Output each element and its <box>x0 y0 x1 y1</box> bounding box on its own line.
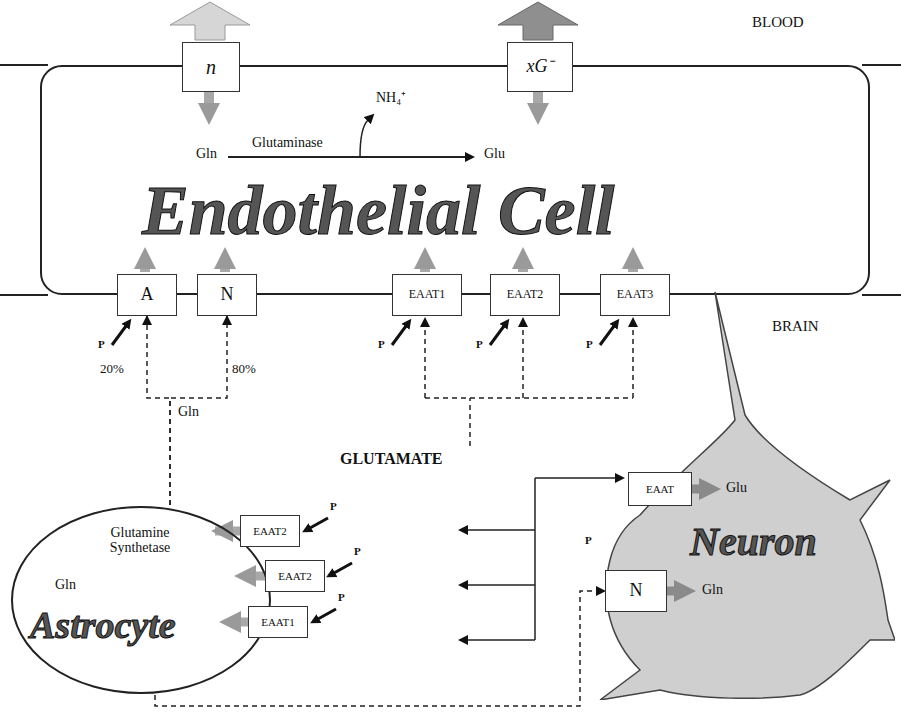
transporter-name: EAAT1 <box>261 616 295 628</box>
transporter-box: N <box>605 570 667 612</box>
transporter-box: EAAT2 <box>240 515 300 547</box>
efflux-arrow <box>170 2 250 40</box>
transporter-box: EAAT3 <box>600 274 670 316</box>
flux-arrow <box>140 268 150 272</box>
phospho-label: P <box>378 338 385 350</box>
phospho-label: P <box>476 338 483 350</box>
transporter-box: A <box>117 274 177 316</box>
flux-arrow <box>220 268 230 272</box>
transporter-name: EAAT3 <box>617 288 654 301</box>
glutamate-line <box>522 326 524 398</box>
phospho-label: P <box>354 545 361 557</box>
cell-text: Gln <box>55 577 76 592</box>
metabolite-label: Gln <box>702 582 723 597</box>
glutamine-flow <box>170 316 227 505</box>
transporter-name: N <box>630 581 643 601</box>
glutamine-flow <box>155 591 605 706</box>
phosphorylation-arrow <box>112 326 126 345</box>
phosphorylation-arrow <box>490 326 504 345</box>
phosphorylation-arrow <box>600 326 614 345</box>
flux-arrow <box>420 268 430 272</box>
flux-arrow <box>628 268 638 272</box>
glutamate-line <box>425 398 633 446</box>
transporter-box: EAAT <box>628 472 692 506</box>
transporter-name: EAAT2 <box>278 570 312 582</box>
flux-arrow <box>533 90 543 104</box>
transporter-name: N <box>221 285 234 305</box>
transporter-box: EAAT1 <box>248 606 308 638</box>
flux-arrow <box>240 618 248 627</box>
transporter-name: n <box>206 56 216 78</box>
endothelial-cell: Endothelial CellnxG⁻ANEAAT1EAAT2EAAT3 <box>40 65 870 295</box>
release-line <box>534 478 536 640</box>
efflux-arrow <box>498 2 578 40</box>
release-arrow <box>467 584 535 586</box>
metabolite-label: Gln <box>196 146 217 161</box>
phospho-label: P <box>98 338 105 350</box>
region-label: BRAIN <box>772 318 819 335</box>
transporter-name: EAAT1 <box>409 288 446 301</box>
transporter-box: xG⁻ <box>507 42 573 92</box>
release-arrow <box>535 477 616 479</box>
cell-name: Neuron <box>690 520 817 564</box>
phospho-label: P <box>586 338 593 350</box>
phosphorylation-arrow <box>310 518 328 528</box>
transporter-name: EAAT <box>646 483 674 495</box>
transporter-box: EAAT1 <box>392 274 462 316</box>
transporter-box: EAAT2 <box>265 560 325 592</box>
release-arrow <box>467 529 535 531</box>
cell-text: Glutamine Synthetase <box>85 525 195 556</box>
metabolite-label: Glu <box>484 146 505 161</box>
metabolite-label: Gln <box>178 404 199 419</box>
percent-label: 80% <box>232 362 256 376</box>
transporter-name: EAAT2 <box>507 288 544 301</box>
enzyme-label: Glutaminase <box>252 135 323 150</box>
cell-name: Endothelial Cell <box>142 172 615 249</box>
flux-arrow <box>204 90 214 104</box>
phosphorylation-arrow <box>334 563 352 573</box>
phospho-label: P <box>330 500 337 512</box>
phosphorylation-arrow <box>392 326 406 345</box>
membrane-line <box>0 65 901 295</box>
phosphorylation-arrow <box>318 609 336 619</box>
transporter-name: EAAT2 <box>253 525 287 537</box>
metabolite-label: Glu <box>726 480 747 495</box>
release-arrow <box>467 639 535 641</box>
reaction-branch <box>360 120 368 157</box>
phospho-label: P <box>585 534 592 546</box>
glutamate-line <box>424 326 426 398</box>
transporter-box: N <box>197 274 257 316</box>
transporter-name: xG⁻ <box>527 57 554 77</box>
glutamate-line <box>632 326 634 398</box>
transporter-box: n <box>182 42 240 92</box>
region-label: BLOOD <box>752 14 804 31</box>
flux-arrow <box>518 268 528 272</box>
transporter-name: A <box>141 285 154 305</box>
metabolite-label: NH₄⁺ <box>376 90 406 105</box>
astrocyte-cell: Glutamine SynthetaseGlnAstrocyteEAAT2EAA… <box>10 505 272 695</box>
reaction-arrow <box>228 156 466 158</box>
metabolite-label: GLUTAMATE <box>340 450 443 468</box>
transporter-box: EAAT2 <box>490 274 560 316</box>
cell-name: Astrocyte <box>30 605 176 647</box>
percent-label: 20% <box>100 362 124 376</box>
glutamine-flow <box>147 316 170 505</box>
phospho-label: P <box>338 591 345 603</box>
